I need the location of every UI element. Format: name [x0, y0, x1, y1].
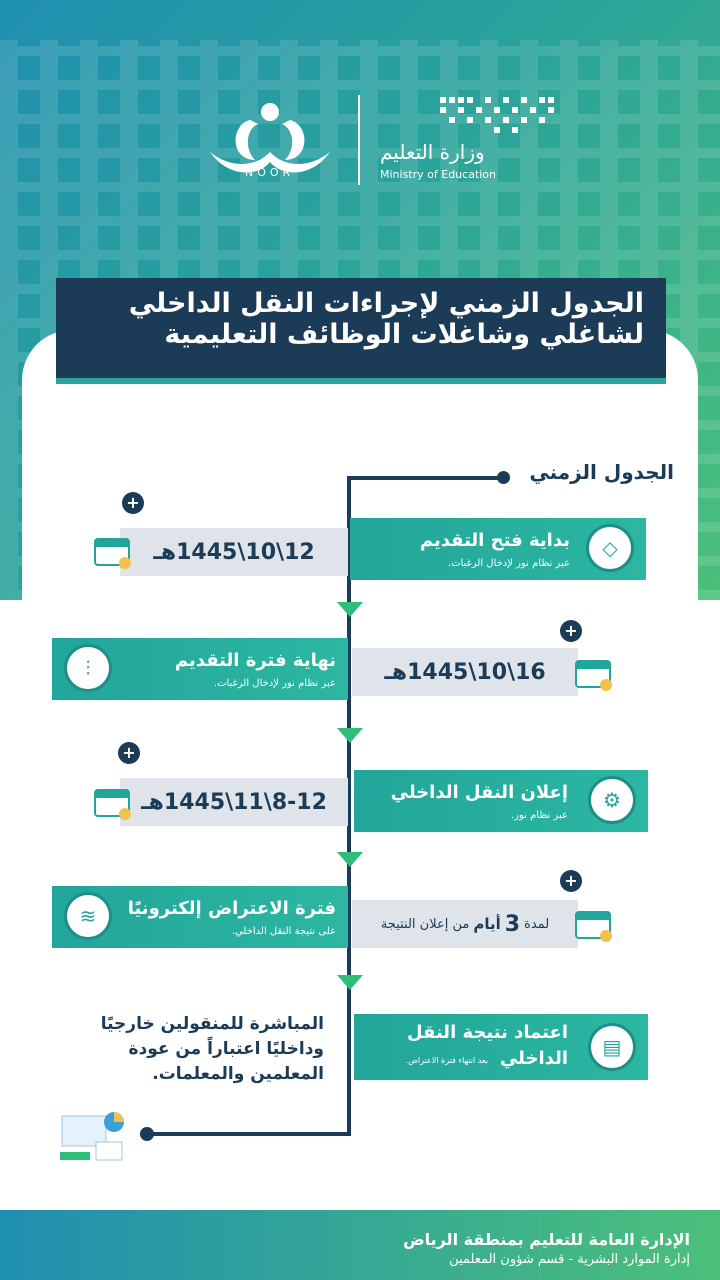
step-desc: على نتيجة النقل الداخلي.	[231, 926, 336, 937]
step-title: فترة الاعتراض إلكترونيًا	[127, 898, 336, 919]
database-icon: ≋	[64, 892, 112, 940]
timeline-arrow	[337, 728, 363, 743]
gear-icon: ⚙	[588, 776, 636, 824]
add-icon: +	[560, 870, 582, 892]
logo-bar: NOOR وزارة التعليم Ministry of Education	[0, 80, 720, 200]
footer-line-2: إدارة الموارد البشرية - قسم شؤون المعلمي…	[449, 1252, 690, 1267]
title-line-1: الجدول الزمني لإجراءات النقل الداخلي	[128, 288, 644, 319]
timeline-top-connector	[347, 476, 503, 480]
title-line-2: لشاغلي وشاغلات الوظائف التعليمية	[164, 319, 644, 350]
step-desc: عبر نظام نور لإدخال الرغبات.	[213, 678, 336, 689]
timeline-bottom-connector	[147, 1132, 351, 1136]
step-title: بداية فتح التقديم	[419, 530, 570, 551]
timeline-start-dot	[497, 471, 510, 484]
step-title: إعلان النقل الداخلي	[390, 782, 568, 803]
calendar-icon	[94, 789, 131, 820]
step-1-date: 12\10\1445هـ	[120, 528, 348, 576]
office-illustration-icon	[60, 1112, 124, 1161]
step-2-date: 16\10\1445هـ	[352, 648, 578, 696]
calendar-icon	[575, 660, 612, 691]
final-note: المباشرة للمنقولين خارجيًا وداخليًا اعتب…	[100, 1014, 324, 1084]
duration-prefix: لمدة	[524, 916, 550, 932]
footer: الإدارة العامة للتعليم بمنطقة الرياض إدا…	[0, 1210, 720, 1280]
duration-number: 3	[504, 911, 521, 937]
timeline-arrow	[337, 852, 363, 867]
step-3-date: 8-12\11\1445هـ	[120, 778, 348, 826]
noor-logo-icon	[210, 103, 330, 173]
calendar-icon	[575, 911, 612, 942]
step-desc: عبر نظام نور لإدخال الرغبات.	[447, 558, 570, 569]
timeline-heading: الجدول الزمني	[529, 460, 674, 484]
step-3-card: إعلان النقل الداخلي عبر نظام نور. ⚙	[354, 770, 648, 832]
footer-line-1: الإدارة العامة للتعليم بمنطقة الرياض	[403, 1230, 690, 1249]
step-4-date: لمدة 3 أيام من إعلان النتيجة	[352, 900, 578, 948]
ministry-name-ar: وزارة التعليم	[380, 140, 485, 164]
step-desc: عبر نظام نور.	[510, 810, 568, 821]
add-icon: +	[118, 742, 140, 764]
clipboard-icon: ▤	[588, 1023, 636, 1071]
timeline-arrow	[337, 602, 363, 617]
step-5-card: اعتماد نتيجة النقل الداخلي بعد انتهاء فت…	[354, 1014, 648, 1080]
noor-label: NOOR	[245, 166, 295, 179]
add-icon: +	[122, 492, 144, 514]
logo-divider	[358, 95, 360, 185]
step-title-cont: الداخلي	[499, 1048, 568, 1069]
timeline-arrow	[337, 975, 363, 990]
timeline-end-dot	[140, 1127, 154, 1141]
sliders-icon: ⫶	[64, 644, 112, 692]
duration-unit: أيام	[473, 915, 501, 933]
add-icon: +	[560, 620, 582, 642]
title-banner: الجدول الزمني لإجراءات النقل الداخلي لشا…	[56, 278, 666, 384]
diamond-icon: ◇	[586, 524, 634, 572]
duration-suffix: من إعلان النتيجة	[380, 916, 470, 932]
step-desc: بعد انتهاء فترة الاعتراض.	[405, 1056, 488, 1065]
step-4-card: فترة الاعتراض إلكترونيًا على نتيجة النقل…	[52, 886, 348, 948]
step-1-card: بداية فتح التقديم عبر نظام نور لإدخال ال…	[350, 518, 646, 580]
ministry-logo-icon	[440, 97, 554, 133]
step-2-card: نهاية فترة التقديم عبر نظام نور لإدخال ا…	[52, 638, 348, 700]
step-title: اعتماد نتيجة النقل	[406, 1022, 568, 1043]
ministry-name-en: Ministry of Education	[380, 168, 497, 181]
timeline-spine	[347, 476, 351, 1136]
step-title: نهاية فترة التقديم	[174, 650, 336, 671]
calendar-icon	[94, 538, 131, 569]
